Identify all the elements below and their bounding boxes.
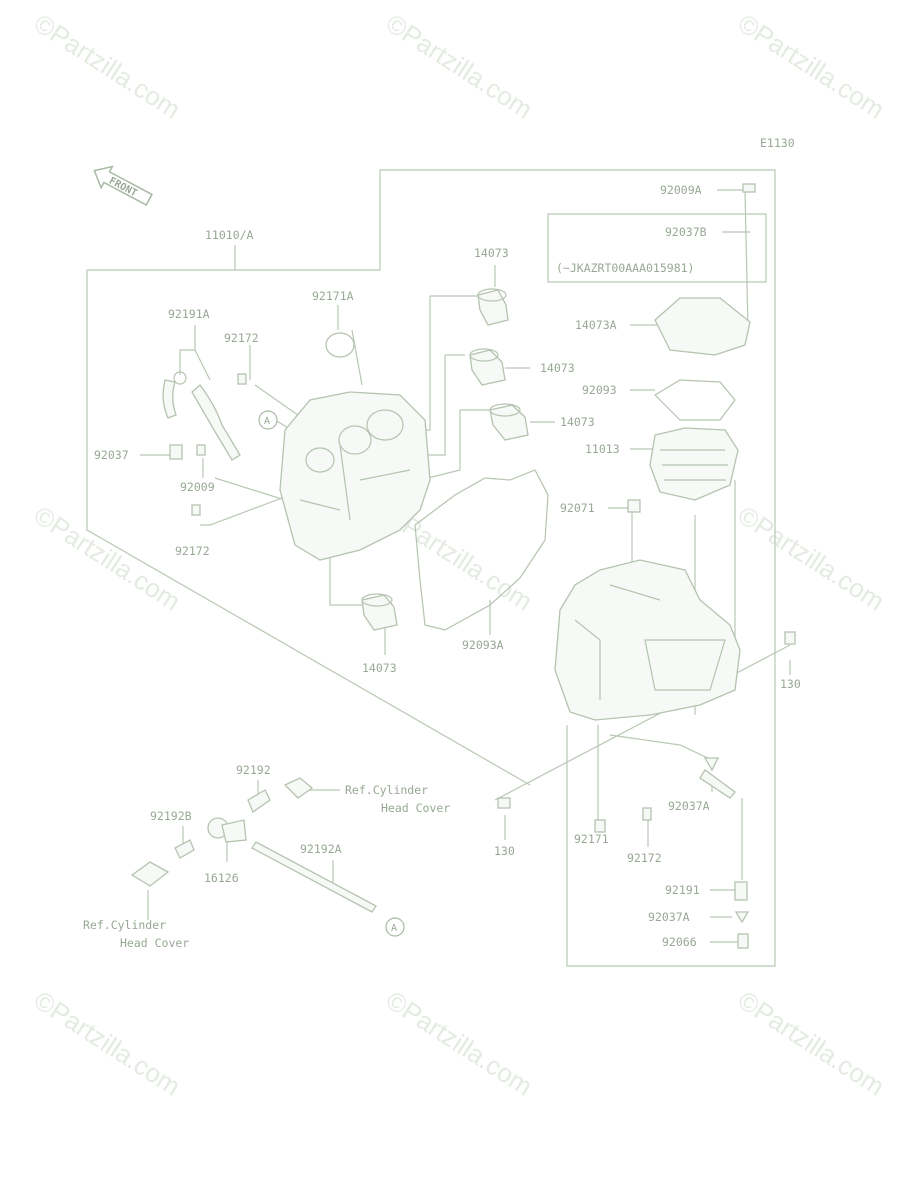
label-92192b: 92192B [150, 809, 192, 823]
ref-text: Ref.Cylinder [345, 783, 428, 797]
label-92171: 92171 [574, 832, 609, 846]
filter-cover [654, 297, 751, 356]
label-92037a: 92037A [668, 799, 710, 813]
intake-duct [469, 348, 506, 386]
label-92009a: 92009A [660, 183, 702, 197]
intake-duct [361, 593, 398, 631]
front-arrow-icon: FRONT [93, 165, 153, 207]
watermark: ©Partzilla.com [381, 985, 538, 1102]
label-92071: 92071 [560, 501, 595, 515]
frame-lines [86, 169, 776, 967]
label-14073a: 14073A [575, 318, 617, 332]
label-92192a: 92192A [300, 842, 342, 856]
callout-a-icon [258, 410, 278, 430]
label-92172: 92172 [224, 331, 259, 345]
label-92171a: 92171A [312, 289, 354, 303]
callout-a-label: A [391, 923, 397, 934]
label-14073: 14073 [540, 361, 575, 375]
label-14073: 14073 [362, 661, 397, 675]
label-92172: 92172 [627, 851, 662, 865]
callout-a-icon [385, 917, 405, 937]
label-14073: 14073 [560, 415, 595, 429]
intake-duct [489, 403, 529, 441]
watermark: ©Partzilla.com [733, 985, 890, 1102]
label-16126: 16126 [204, 871, 239, 885]
label-92093a: 92093A [462, 638, 504, 652]
label-92192: 92192 [236, 763, 271, 777]
watermark: ©Partzilla.com [29, 985, 186, 1102]
callout-a-label: A [264, 416, 270, 427]
label-92037b: 92037B [665, 225, 707, 239]
ref-text: Head Cover [120, 936, 189, 950]
label-92066: 92066 [662, 935, 697, 949]
watermark: ©Partzilla.com [29, 8, 186, 125]
breather-hose [162, 379, 177, 419]
watermark: ©Partzilla.com [733, 8, 890, 125]
label-130: 130 [780, 677, 801, 691]
parts: A A [130, 183, 796, 949]
label-92191a: 92191A [168, 307, 210, 321]
label-92009: 92009 [180, 480, 215, 494]
seal-ring [654, 379, 736, 421]
air-cleaner-housing-front [279, 391, 431, 561]
intake-duct [477, 288, 509, 326]
label-14073: 14073 [474, 246, 509, 260]
label-130: 130 [494, 844, 515, 858]
diagram-code: E1130 [760, 136, 795, 150]
watermark: ©Partzilla.com [29, 500, 186, 617]
label-11010-a: 11010/A [205, 228, 254, 242]
ref-text: Head Cover [381, 801, 450, 815]
watermark: ©Partzilla.com [381, 8, 538, 125]
label-92093: 92093 [582, 383, 617, 397]
label-92191: 92191 [665, 883, 700, 897]
gasket [414, 469, 549, 631]
label-11013: 11013 [585, 442, 620, 456]
label-92037: 92037 [94, 448, 129, 462]
part-labels: 11010/A 14073 14073 14073 14073 92171A 9… [83, 183, 801, 950]
label-92172: 92172 [175, 544, 210, 558]
pipe [251, 841, 377, 913]
serial-note: (~JKAZRT00AAA015981) [556, 261, 694, 275]
filter-element [649, 427, 739, 501]
label-92037a: 92037A [648, 910, 690, 924]
ref-text: Ref.Cylinder [83, 918, 166, 932]
watermark: ©Partzilla.com [733, 500, 890, 617]
clamp [325, 332, 355, 358]
